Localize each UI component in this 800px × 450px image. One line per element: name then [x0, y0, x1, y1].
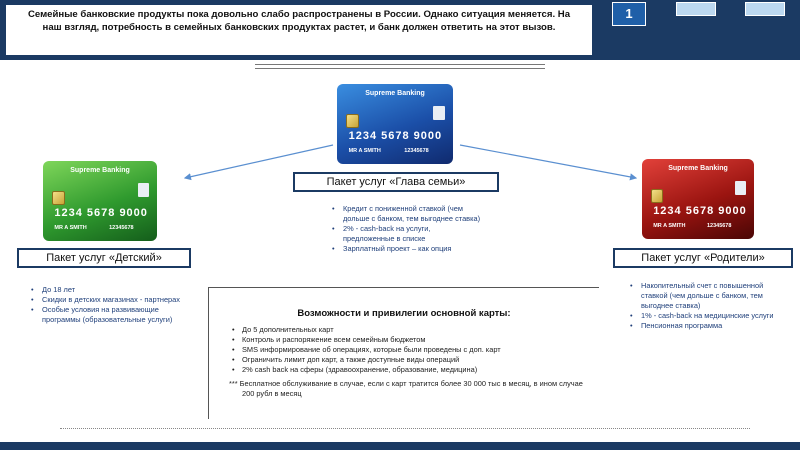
footer-band: [0, 442, 800, 450]
card-holder: MR A SMITH: [349, 148, 381, 154]
family-benefits-list: Кредит с пониженной ставкой (чем дольше …: [332, 204, 482, 254]
package-family-label: Пакет услуг «Глава семьи»: [293, 172, 499, 192]
card-brand: Supreme Banking: [337, 90, 453, 97]
list-item: 2% - cash-back на услуги, предложенные в…: [332, 224, 482, 244]
list-item: Кредит с пониженной ставкой (чем дольше …: [332, 204, 482, 224]
card-holder: MR A SMITH: [653, 223, 685, 229]
card-brand: Supreme Banking: [642, 165, 754, 172]
list-item: Зарплатный проект – как опция: [332, 244, 482, 254]
main-card-features-list: До 5 дополнительных карт Контроль и расп…: [229, 325, 589, 375]
parents-benefits-list: Накопительный счет с повышенной ставкой …: [630, 281, 780, 331]
package-parents-label: Пакет услуг «Родители»: [613, 248, 793, 268]
family-card-image: Supreme Banking 1234 5678 9000 MR A SMIT…: [337, 84, 453, 164]
list-item: Скидки в детских магазинах - партнерах: [31, 295, 181, 305]
chip-icon: [52, 191, 65, 205]
list-item: До 5 дополнительных карт: [229, 325, 589, 335]
card-holder: MR A SMITH: [54, 225, 86, 231]
list-item: До 18 лет: [31, 285, 181, 295]
footer-divider: [60, 428, 750, 429]
list-item: Контроль и распоряжение всем семейным бю…: [229, 335, 589, 345]
card-logo-icon: [138, 183, 149, 197]
footnote: *** Бесплатное обслуживание в случае, ес…: [229, 379, 589, 399]
parents-card-image: Supreme Banking 1234 5678 9000 MR A SMIT…: [642, 159, 754, 239]
card-logo-icon: [735, 181, 746, 195]
card-logo-icon: [433, 106, 445, 120]
list-item: 2% cash back на сферы (здравоохранение, …: [229, 365, 589, 375]
kids-benefits-list: До 18 лет Скидки в детских магазинах - п…: [31, 285, 181, 325]
card-number: 1234 5678 9000: [54, 207, 148, 219]
list-item: Пенсионная программа: [630, 321, 780, 331]
chip-icon: [651, 189, 663, 203]
list-item: Накопительный счет с повышенной ставкой …: [630, 281, 780, 311]
list-item: 1% - cash-back на медицинские услуги: [630, 311, 780, 321]
chip-icon: [346, 114, 359, 128]
card-account: 12345678: [707, 223, 731, 229]
card-number: 1234 5678 9000: [349, 130, 443, 142]
list-item: Особые условия на развивающие программы …: [31, 305, 181, 325]
list-item: Ограничить лимит доп карт, а также досту…: [229, 355, 589, 365]
kids-card-image: Supreme Banking 1234 5678 9000 MR A SMIT…: [43, 161, 157, 241]
main-card-features-title: Возможности и привилегии основной карты:: [209, 308, 599, 319]
card-account: 12345678: [109, 225, 133, 231]
main-card-features-box: Возможности и привилегии основной карты:…: [208, 287, 599, 419]
card-account: 12345678: [404, 148, 428, 154]
card-number: 1234 5678 9000: [653, 205, 747, 217]
package-kids-label: Пакет услуг «Детский»: [17, 248, 191, 268]
card-brand: Supreme Banking: [43, 167, 157, 174]
list-item: SMS информирование об операциях, которые…: [229, 345, 589, 355]
